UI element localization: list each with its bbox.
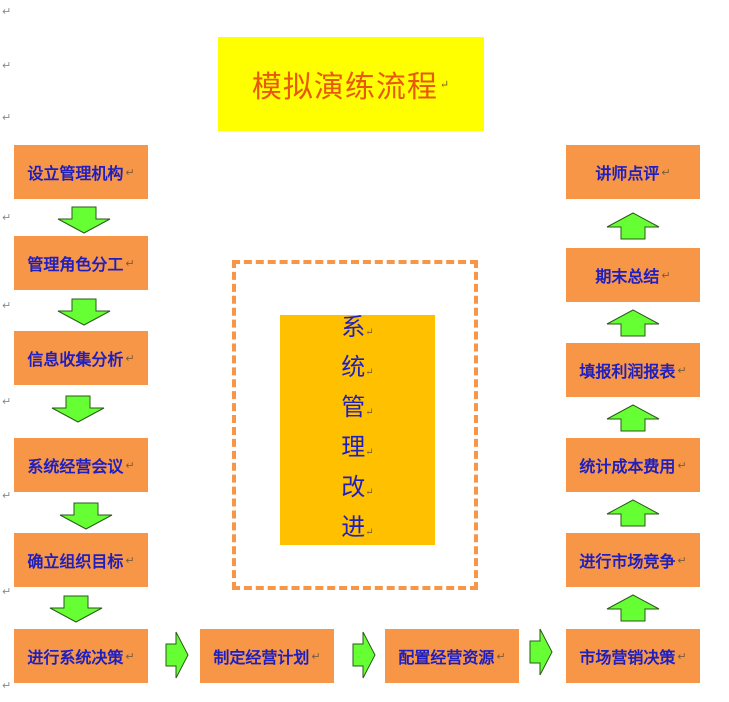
- paragraph-mark: ↵: [125, 165, 135, 179]
- step-label: 系统经营会议: [27, 457, 124, 476]
- down-arrow-icon: [57, 298, 111, 326]
- step-box-assign-roles: 管理角色分工↵: [14, 236, 148, 290]
- paragraph-mark: ↵: [2, 299, 12, 312]
- step-label: 市场营销决策: [579, 648, 676, 667]
- paragraph-mark: ↵: [439, 77, 451, 91]
- down-arrow-icon: [57, 206, 111, 234]
- step-label: 管理角色分工: [27, 255, 124, 274]
- center-box: 系↵ 统↵ 管↵ 理↵ 改↵ 进↵: [280, 313, 435, 545]
- step-box-business-plan: 制定经营计划↵: [200, 629, 334, 683]
- step-label: 进行市场竞争: [579, 552, 676, 571]
- paragraph-mark: ↵: [661, 165, 671, 179]
- center-char: 理↵: [341, 433, 374, 461]
- paragraph-mark: ↵: [125, 553, 135, 567]
- down-arrow-icon: [59, 502, 113, 530]
- paragraph-mark: ↵: [677, 553, 687, 567]
- paragraph-mark: ↵: [365, 487, 374, 498]
- down-arrow-icon: [49, 595, 103, 623]
- center-char: 进↵: [341, 513, 374, 541]
- right-arrow-icon: [352, 631, 376, 679]
- paragraph-mark: ↵: [2, 5, 12, 18]
- step-label: 制定经营计划: [213, 648, 310, 667]
- up-arrow-icon: [606, 309, 660, 337]
- paragraph-mark: ↵: [677, 458, 687, 472]
- paragraph-mark: ↵: [661, 268, 671, 282]
- paragraph-mark: ↵: [677, 649, 687, 663]
- paragraph-mark: ↵: [2, 211, 12, 224]
- step-box-period-summary: 期末总结↵: [566, 248, 700, 302]
- paragraph-mark: ↵: [311, 649, 321, 663]
- paragraph-mark: ↵: [365, 327, 374, 338]
- step-label: 进行系统决策: [27, 648, 124, 667]
- diagram-title: 模拟演练流程↵: [218, 37, 484, 131]
- center-char: 管↵: [341, 393, 374, 421]
- paragraph-mark: ↵: [2, 489, 12, 502]
- step-box-info-analysis: 信息收集分析↵: [14, 331, 148, 385]
- step-label: 确立组织目标: [27, 552, 124, 571]
- step-label: 讲师点评: [595, 164, 660, 183]
- paragraph-mark: ↵: [125, 649, 135, 663]
- paragraph-mark: ↵: [2, 679, 12, 692]
- step-box-allocate-resources: 配置经营资源↵: [385, 629, 519, 683]
- paragraph-mark: ↵: [2, 59, 12, 72]
- up-arrow-icon: [606, 212, 660, 240]
- right-arrow-icon: [165, 631, 189, 679]
- paragraph-mark: ↵: [365, 527, 374, 538]
- step-label: 信息收集分析: [27, 350, 124, 369]
- diagram-title-text: 模拟演练流程: [251, 70, 438, 105]
- paragraph-mark: ↵: [125, 458, 135, 472]
- step-box-lecturer-review: 讲师点评↵: [566, 145, 700, 199]
- step-label: 配置经营资源: [398, 648, 495, 667]
- center-char: 系↵: [341, 313, 374, 341]
- paragraph-mark: ↵: [125, 351, 135, 365]
- paragraph-mark: ↵: [2, 111, 12, 124]
- step-label: 期末总结: [595, 267, 660, 286]
- step-label: 填报利润报表: [579, 362, 676, 381]
- paragraph-mark: ↵: [365, 367, 374, 378]
- paragraph-mark: ↵: [496, 649, 506, 663]
- step-box-market-competition: 进行市场竞争↵: [566, 533, 700, 587]
- center-char: 统↵: [341, 353, 374, 381]
- paragraph-mark: ↵: [365, 407, 374, 418]
- up-arrow-icon: [606, 594, 660, 622]
- dashed-frame: [232, 260, 478, 590]
- down-arrow-icon: [51, 395, 105, 423]
- step-box-system-decision: 进行系统决策↵: [14, 629, 148, 683]
- paragraph-mark: ↵: [365, 447, 374, 458]
- up-arrow-icon: [606, 404, 660, 432]
- step-label: 设立管理机构: [27, 164, 124, 183]
- paragraph-mark: ↵: [2, 585, 12, 598]
- step-box-cost-statistics: 统计成本费用↵: [566, 438, 700, 492]
- step-box-business-meeting: 系统经营会议↵: [14, 438, 148, 492]
- center-char: 改↵: [341, 473, 374, 501]
- step-box-marketing-decision: 市场营销决策↵: [566, 629, 700, 683]
- up-arrow-icon: [606, 499, 660, 527]
- step-box-setup-org: 设立管理机构↵: [14, 145, 148, 199]
- step-box-profit-report: 填报利润报表↵: [566, 343, 700, 397]
- paragraph-mark: ↵: [677, 363, 687, 377]
- step-box-set-goals: 确立组织目标↵: [14, 533, 148, 587]
- right-arrow-icon: [529, 628, 553, 676]
- step-label: 统计成本费用: [579, 457, 676, 476]
- paragraph-mark: ↵: [125, 256, 135, 270]
- paragraph-mark: ↵: [2, 395, 12, 408]
